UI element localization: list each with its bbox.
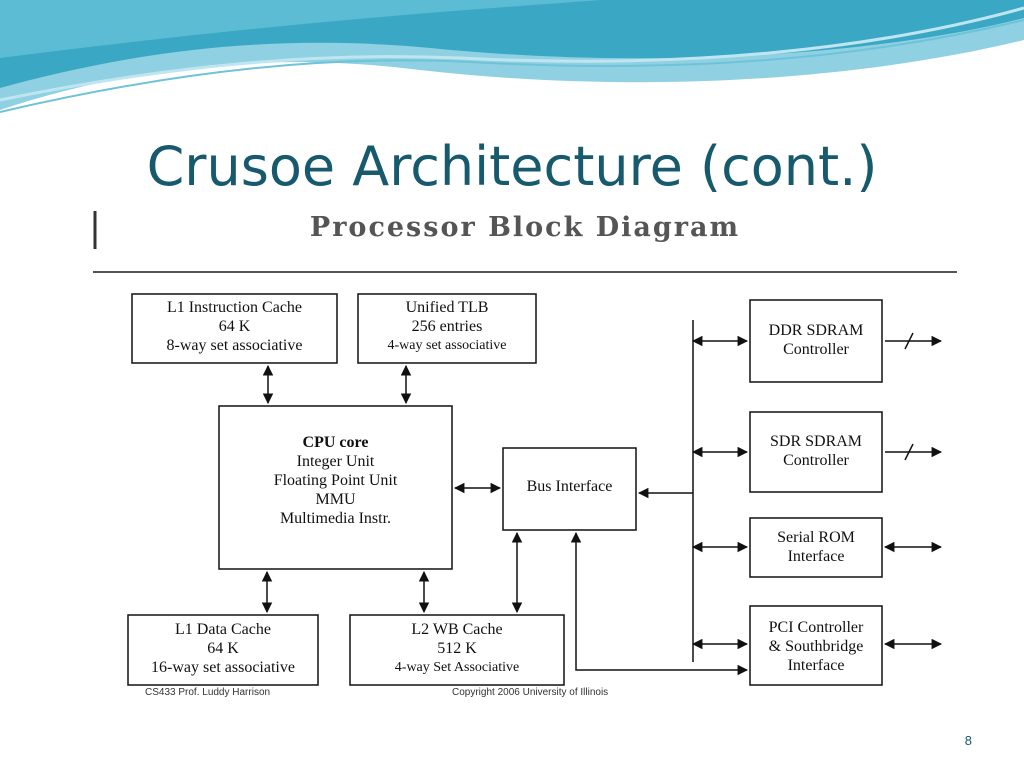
l1-icache-box: [131, 293, 338, 364]
serial-rom-interface-block: Serial ROM Interface: [777, 529, 855, 565]
pci-box: [749, 605, 883, 686]
l1-data-cache-block: L1 Data Cache 64 K 16-way set associativ…: [151, 621, 295, 676]
l1-instruction-cache-block: L1 Instruction Cache 64 K 8-way set asso…: [166, 299, 303, 354]
sdr-box: [749, 411, 883, 493]
l2-wb-cache-block: L2 WB Cache 512 K 4-way Set Associative: [394, 621, 520, 675]
slide-title: Crusoe Architecture (cont.): [146, 135, 878, 198]
bus-interface-block: Bus Interface: [526, 478, 613, 495]
tlb-box: [357, 293, 537, 364]
l1-dcache-box: [127, 614, 319, 686]
ddr-box: [749, 299, 883, 383]
slide-number: 8: [964, 733, 972, 748]
cpu-box: [218, 405, 453, 570]
figure-footer-copyright: Copyright 2006 University of Illinois: [452, 687, 609, 698]
serial-rom-box: [749, 517, 883, 578]
cpu-core-block: CPU core Integer Unit Floating Point Uni…: [273, 434, 398, 527]
diagram-lines: [93, 211, 957, 686]
unified-tlb-block: Unified TLB 256 entries 4-way set associ…: [387, 299, 507, 353]
sdr-sdram-controller-block: SDR SDRAM Controller: [769, 433, 863, 469]
pci-controller-block: PCI Controller & Southbridge Interface: [768, 619, 864, 674]
diagram-title: Processor Block Diagram: [309, 212, 741, 243]
figure-footer-author: CS433 Prof. Luddy Harrison: [145, 687, 271, 698]
l2-cache-box: [349, 614, 565, 686]
processor-block-diagram: Processor Block Diagram L1 Instruction C…: [93, 203, 957, 740]
ddr-sdram-controller-block: DDR SDRAM Controller: [768, 322, 864, 358]
header-wave-decoration: [0, 0, 1024, 113]
bus-interface-box: [502, 447, 637, 531]
